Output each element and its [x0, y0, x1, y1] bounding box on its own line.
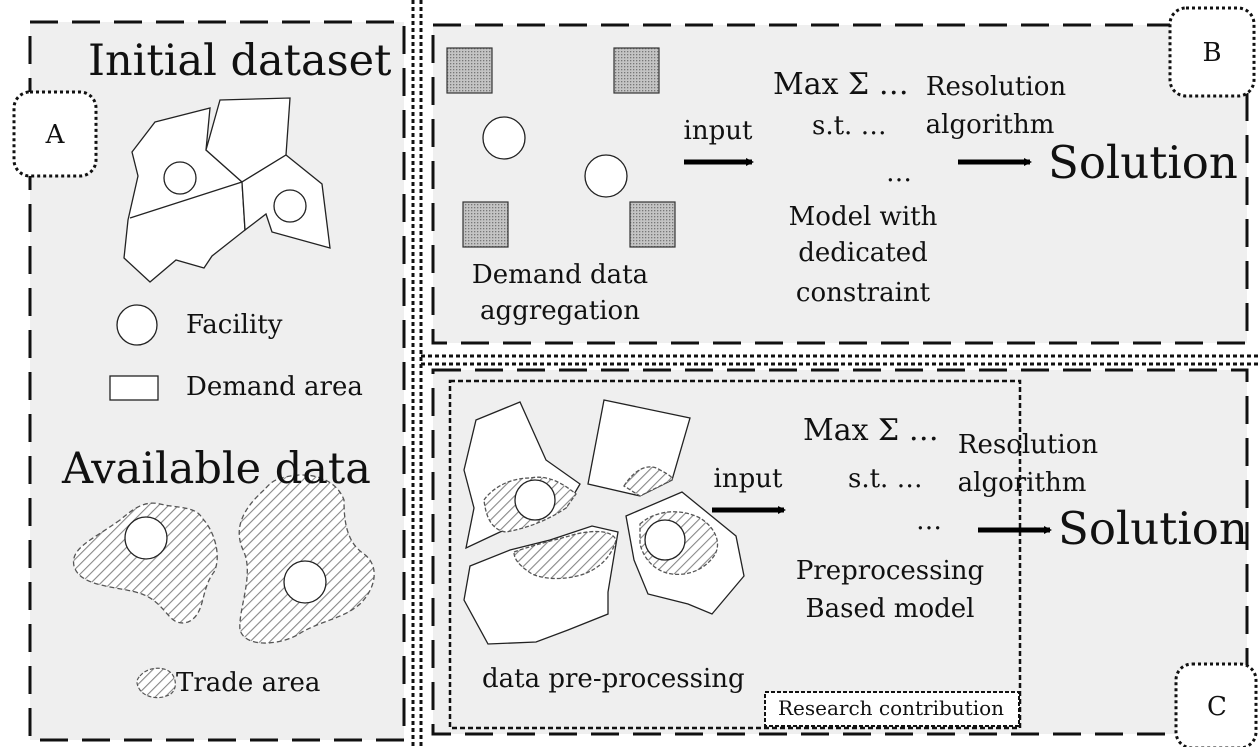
- preprocessed-map: [463, 399, 745, 645]
- model-caption-line: Model with: [788, 202, 938, 232]
- facility-circle: [644, 519, 686, 561]
- initial-dataset-map: [123, 97, 331, 283]
- panel-b-tag-box: [1168, 6, 1256, 98]
- model-objective-b: Max Σ …: [773, 67, 909, 102]
- aggregated-demand-square: [613, 47, 660, 94]
- panel-b-tag: B: [1202, 38, 1222, 68]
- trade-area-shape: [623, 466, 674, 497]
- aggregation-caption-line: Demand data: [471, 260, 649, 290]
- facility-circle: [163, 161, 197, 195]
- boundary-line: [129, 181, 243, 219]
- algorithm-label-b-line: algorithm: [925, 110, 1055, 140]
- model-ellipsis-b: …: [886, 158, 912, 188]
- demand-area-legend-icon: [109, 375, 159, 401]
- aggregated-demand-square: [462, 201, 509, 248]
- available-data-map: [72, 474, 375, 644]
- panel-c-tag-box: [1174, 662, 1258, 747]
- research-contribution-frame: [448, 379, 1022, 730]
- model-objective-c: Max Σ …: [803, 413, 939, 448]
- facility-circle: [584, 154, 628, 198]
- panel-c-tag: C: [1207, 692, 1227, 722]
- panel-a-tag-box: [12, 90, 98, 178]
- research-contribution-label: Research contribution: [777, 696, 1005, 720]
- model-constraint-c: s.t. …: [848, 464, 923, 494]
- research-contribution-label-box: [764, 691, 1020, 727]
- facility-circle: [124, 516, 168, 560]
- model-constraint-b: s.t. …: [812, 111, 887, 141]
- panel-a-tag: A: [45, 120, 65, 150]
- model-caption-line: constraint: [795, 278, 931, 308]
- aggregated-demand-square: [446, 47, 493, 94]
- facility-circle: [514, 479, 556, 521]
- panel-b-frame: [431, 23, 1249, 345]
- solution-label-b: Solution: [1048, 136, 1238, 189]
- input-label-b: input: [683, 116, 753, 146]
- facility-legend-label: Facility: [186, 310, 283, 340]
- algorithm-label-c-line: Resolution: [957, 430, 1099, 460]
- preprocessing-caption: data pre-processing: [482, 664, 745, 694]
- input-label-c: input: [713, 464, 783, 494]
- algorithm-label-c-line: algorithm: [957, 468, 1087, 498]
- available-data-title: Available data: [62, 444, 371, 494]
- aggregated-demand-square: [629, 201, 676, 248]
- trade-area-shape: [513, 530, 617, 580]
- trade-area-legend-icon: [136, 667, 176, 699]
- facility-circle: [482, 116, 526, 160]
- trade-area-shape: [72, 502, 218, 624]
- model-caption-line: dedicated: [798, 238, 928, 268]
- facility-legend-icon: [116, 304, 158, 346]
- aggregated-demand-points: [446, 47, 676, 248]
- initial-dataset-title: Initial dataset: [88, 36, 392, 86]
- model-ellipsis-c: …: [916, 506, 942, 536]
- model-caption-line: Preprocessing: [795, 556, 985, 586]
- model-caption-line: Based model: [805, 594, 975, 624]
- trade-area-legend-label: Trade area: [176, 668, 321, 698]
- solution-label-c: Solution: [1058, 502, 1248, 555]
- trade-area-shape: [238, 474, 375, 644]
- facility-circle: [273, 189, 307, 223]
- facility-circle: [283, 560, 327, 604]
- aggregation-caption-line: aggregation: [480, 296, 640, 326]
- algorithm-label-b-line: Resolution: [925, 72, 1067, 102]
- demand-area-legend-label: Demand area: [186, 372, 363, 402]
